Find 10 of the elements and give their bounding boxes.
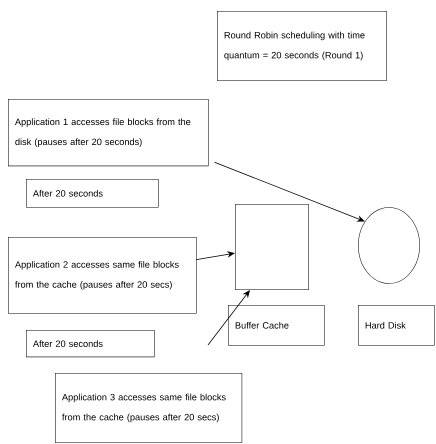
label-box: Hard Disk [358, 305, 435, 346]
label-box: After 20 seconds [26, 179, 159, 208]
label-box: After 20 seconds [26, 330, 155, 358]
text-box: Application 3 accesses same file blocks from the cache (pauses after 20 secs) [55, 373, 242, 443]
text-box: Round Robin scheduling with time quantum = 20 seconds (Round 1) [217, 11, 387, 81]
disk-circle [358, 207, 420, 284]
cache-box [235, 204, 309, 290]
text-box: Application 2 accesses same file blocks from the cache (pauses after 20 secs) [8, 237, 197, 314]
text-box: Application 1 accesses file blocks from the disk (pauses after 20 seconds) [8, 99, 209, 166]
label-box: Buffer Cache [228, 305, 325, 346]
